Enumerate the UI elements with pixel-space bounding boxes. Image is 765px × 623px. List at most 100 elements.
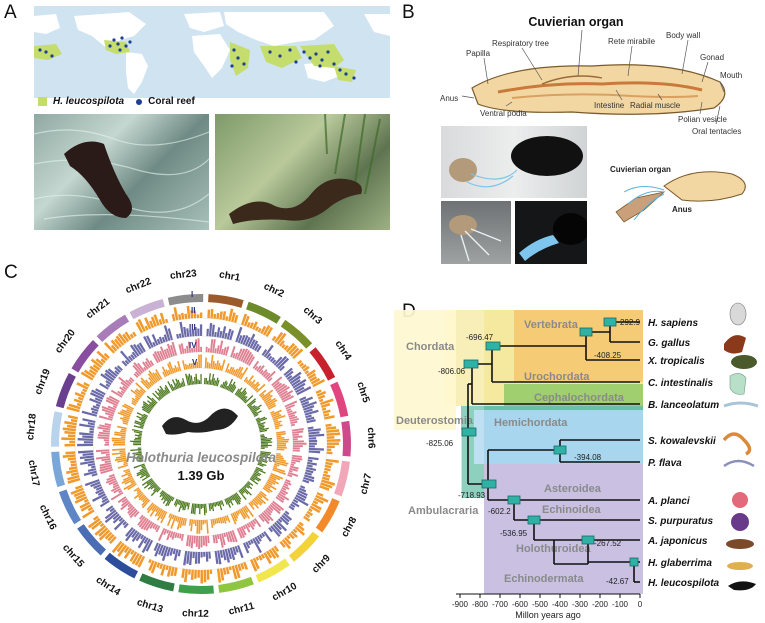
track-bar xyxy=(304,513,311,518)
track-bar xyxy=(156,487,161,493)
track-bar xyxy=(272,381,280,388)
track-bar xyxy=(326,439,341,442)
track-bar xyxy=(256,535,262,542)
track-bar xyxy=(89,392,104,400)
track-bar xyxy=(144,361,151,369)
track-bar xyxy=(266,399,278,407)
radial-path xyxy=(511,93,699,99)
track-bar xyxy=(192,503,195,514)
track-bar xyxy=(244,395,254,404)
track-bar xyxy=(113,443,126,446)
track-bar xyxy=(124,331,132,341)
track-bar xyxy=(260,393,265,398)
track-bar xyxy=(151,334,159,346)
track-bar xyxy=(286,535,291,540)
track-bar xyxy=(136,488,141,493)
track-bar xyxy=(131,552,140,565)
track-bar xyxy=(145,539,154,552)
track-bar xyxy=(90,358,102,369)
track-bar xyxy=(269,504,281,515)
track-bar xyxy=(122,385,128,391)
track-bar xyxy=(260,452,271,456)
track-bar xyxy=(194,503,197,515)
track-bar xyxy=(215,518,219,524)
ideogram-chr19 xyxy=(55,373,76,409)
chicken-icon xyxy=(724,335,746,354)
track-bar xyxy=(225,567,230,575)
track-bar xyxy=(271,547,280,558)
track-bar xyxy=(249,322,255,329)
track-bar xyxy=(183,550,188,566)
chromosome-label-chr6: chr6 xyxy=(365,427,377,449)
track-bar xyxy=(143,480,155,489)
track-bar xyxy=(200,535,203,548)
track-bar xyxy=(194,362,197,369)
ideogram-chr23 xyxy=(167,294,204,306)
track-bar xyxy=(145,357,153,367)
track-bar xyxy=(155,506,160,513)
track-bar xyxy=(283,345,289,351)
node-age-9: -536.95 xyxy=(500,529,528,538)
track-bar xyxy=(70,463,77,467)
track-bar xyxy=(112,515,122,524)
track-bar xyxy=(321,407,327,411)
track-bar xyxy=(257,364,265,373)
track-bar xyxy=(122,422,128,425)
ideogram-chr20 xyxy=(71,339,99,373)
track-bar xyxy=(233,494,241,505)
track-bar xyxy=(221,326,227,339)
track-bar xyxy=(95,403,101,407)
ideogram-chr22 xyxy=(129,298,165,320)
track-bar xyxy=(164,389,168,395)
ideogram-chr11 xyxy=(218,576,254,593)
track-bar xyxy=(252,519,257,525)
track-bar xyxy=(135,388,144,396)
track-bar xyxy=(147,400,155,407)
track-bar xyxy=(311,502,322,511)
anatomy-diagram: Cuvierian organ Respiratory tree Rete mi… xyxy=(440,15,746,223)
track-bar xyxy=(108,395,120,403)
track-bar xyxy=(291,457,303,461)
track-bar xyxy=(114,433,126,437)
track-bar xyxy=(143,520,151,531)
track-bar xyxy=(288,471,299,477)
clade-cephalochordata: Cephalochordata xyxy=(534,392,625,404)
track-bar xyxy=(302,401,317,409)
track-bar xyxy=(113,487,122,494)
track-bar xyxy=(216,534,220,540)
track-bar xyxy=(292,454,302,458)
track-bar xyxy=(137,362,145,373)
track-bar xyxy=(161,336,166,343)
track-bar xyxy=(181,381,185,387)
track-bar xyxy=(121,498,128,504)
clade-echinodermata: Echinodermata xyxy=(504,573,584,585)
track-bar xyxy=(168,361,175,374)
track-bar xyxy=(67,434,76,438)
photo-defense-2 xyxy=(441,201,511,264)
clade-vertebrata: Vertebrata xyxy=(524,319,579,331)
track-bar xyxy=(273,545,280,552)
track-bar xyxy=(202,503,204,508)
track-bar xyxy=(209,379,212,385)
tunicate-icon xyxy=(729,373,747,395)
track-bar xyxy=(117,459,127,463)
track-bar xyxy=(255,417,260,421)
track-bar xyxy=(259,389,267,397)
track-bar xyxy=(248,356,256,366)
track-bar xyxy=(190,503,194,514)
track-bar xyxy=(259,455,271,459)
track-bar xyxy=(68,403,81,410)
track-bar xyxy=(232,546,237,556)
center-species-name: Holothuria leucospilota xyxy=(126,450,277,465)
track-bar xyxy=(254,343,260,351)
track-bar xyxy=(265,482,277,491)
track-bar xyxy=(276,440,289,443)
track-bar xyxy=(294,496,309,507)
track-bar xyxy=(216,345,220,354)
track-bar xyxy=(289,465,299,470)
track-bar xyxy=(66,469,79,475)
track-bar xyxy=(259,490,267,497)
lancelet-icon xyxy=(723,401,759,408)
track-bar xyxy=(284,481,292,486)
track-bar xyxy=(314,497,324,505)
